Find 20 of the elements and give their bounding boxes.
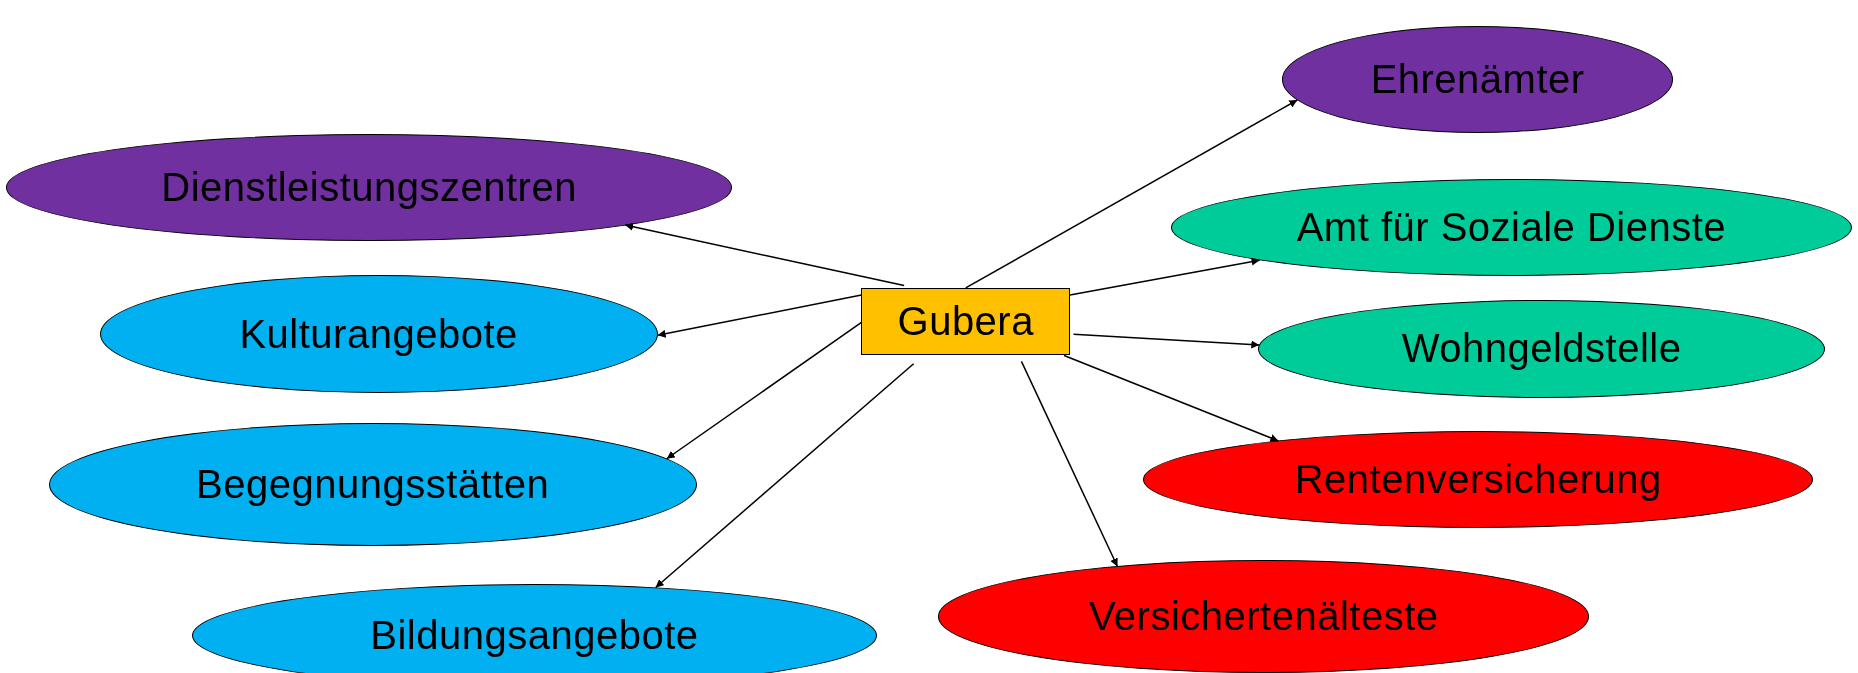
node-label: Bildungsangebote <box>370 613 699 659</box>
arrow <box>1072 333 1261 349</box>
node-label: Kulturangebote <box>239 311 518 357</box>
arrow <box>654 363 915 589</box>
arrow <box>1063 354 1280 442</box>
node-label: Gubera <box>897 299 1034 345</box>
node-label: Ehrenämter <box>1370 56 1585 102</box>
arrow <box>965 99 1299 289</box>
arrow <box>666 321 863 460</box>
arrow <box>624 222 905 287</box>
hub-box <box>861 287 1070 356</box>
node-label: Wohngeldstelle <box>1401 326 1682 372</box>
arrow <box>1020 360 1119 568</box>
node-label: Amt für Soziale Dienste <box>1296 205 1727 250</box>
node-label: Versichertenälteste <box>1088 594 1439 640</box>
arrow <box>656 294 863 338</box>
node-label: Begegnungsstätten <box>196 462 550 508</box>
node-label: Dienstleistungszentren <box>161 164 577 210</box>
arrow <box>1069 257 1261 296</box>
node-label: Rentenversicherung <box>1294 457 1662 503</box>
